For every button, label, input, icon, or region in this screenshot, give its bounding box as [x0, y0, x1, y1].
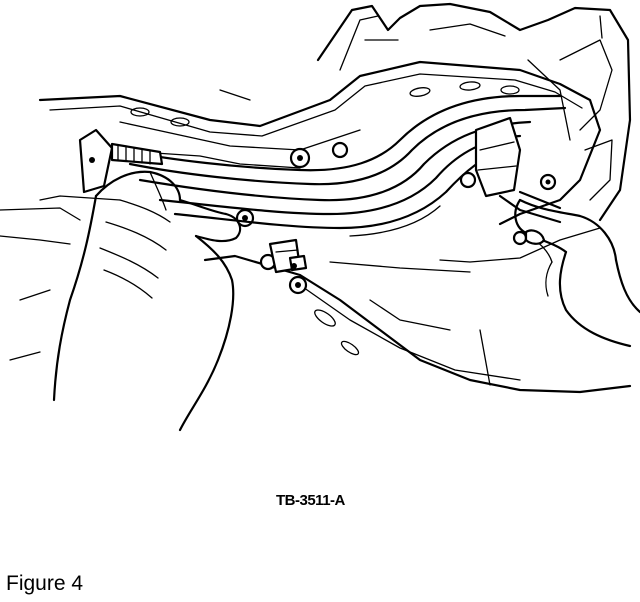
line-fitting: [268, 238, 308, 274]
oil-pan: [38, 60, 632, 394]
transmission-housing: [316, 2, 632, 222]
figure-caption: Figure 4: [6, 572, 84, 595]
socket-wrench: [474, 116, 562, 224]
fluid-lines: [118, 94, 567, 237]
background-detail: [0, 89, 451, 361]
technical-illustration: [0, 2, 640, 432]
part-code-label: TB-3511-A: [276, 492, 345, 509]
left-hand: [52, 170, 242, 432]
right-hand: [514, 198, 640, 348]
line-wrench: [78, 128, 164, 194]
